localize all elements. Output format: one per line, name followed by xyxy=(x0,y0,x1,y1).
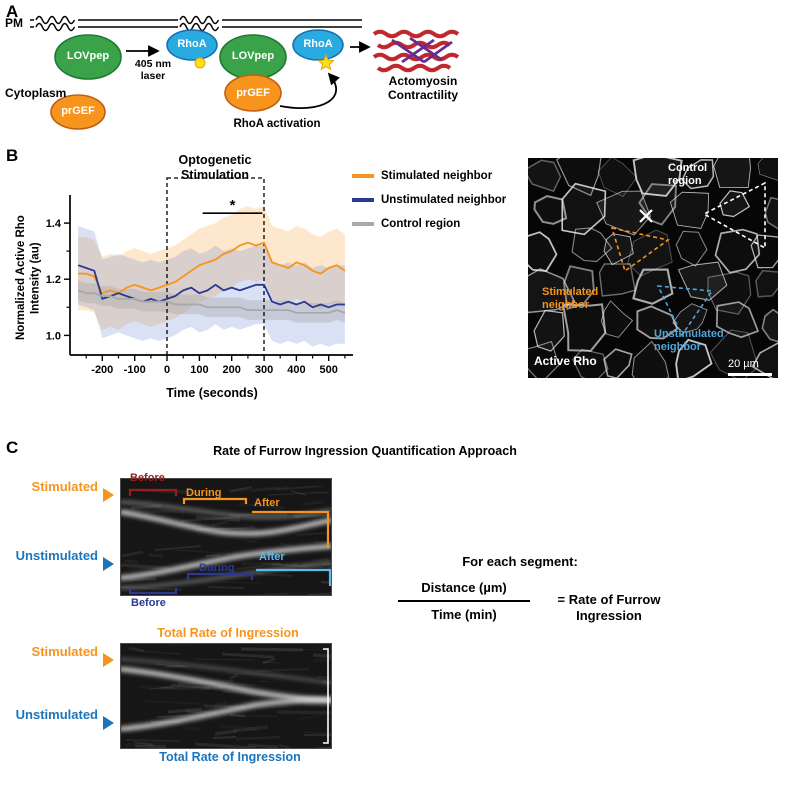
legend-item-stimulated: Stimulated neighbor xyxy=(352,164,506,188)
rho-intensity-chart: * -200 -100 0 100 200 300 400 500 1.0 1.2 1.4 xyxy=(46,177,353,376)
svg-text:-100: -100 xyxy=(124,364,146,376)
cytoplasm-label: Cytoplasm xyxy=(5,86,67,100)
stimulated-arrow-icon xyxy=(103,488,114,502)
stimulated-arrow-icon xyxy=(103,653,114,667)
active-star-icon xyxy=(317,53,335,71)
unstimulated-row-label: Unstimulated xyxy=(15,548,98,563)
after-top-label: After xyxy=(254,497,280,509)
lovpep-label: LOVpep xyxy=(66,50,110,62)
formula-result: = Rate of Furrow Ingression xyxy=(557,592,661,624)
actomyosin-icon xyxy=(372,29,460,73)
rhoa-ellipse xyxy=(292,29,344,61)
legend-swatch-unstimulated xyxy=(352,198,374,202)
svg-text:1.0: 1.0 xyxy=(46,330,61,342)
rhoa-ellipse xyxy=(166,29,218,61)
micrograph-control-region-label: Control region xyxy=(668,162,708,187)
panel-b-label: B xyxy=(6,146,19,165)
svg-text:100: 100 xyxy=(190,364,208,376)
formula-denominator: Time (min) xyxy=(431,607,497,622)
prgef-ellipse xyxy=(224,74,282,112)
svg-text:-200: -200 xyxy=(91,364,113,376)
during-top-label: During xyxy=(186,487,222,499)
total-rate-top-label: Total Rate of Ingression xyxy=(157,626,299,640)
active-rho-micrograph xyxy=(528,158,778,378)
micrograph-stimulated-label: Stimulated neighbor xyxy=(542,286,599,311)
legend-swatch-control xyxy=(352,222,374,226)
micrograph-unstimulated-label: Unstimulated neighbor xyxy=(654,328,724,353)
legend-item-control: Control region xyxy=(352,212,506,236)
y-axis-label: Normalized Active Rho Intensity (au) xyxy=(15,215,42,341)
svg-text:500: 500 xyxy=(320,364,338,376)
before-top-label: Before xyxy=(130,472,165,484)
lovpep-label: LOVpep xyxy=(231,50,275,62)
pm-label: PM xyxy=(5,16,23,30)
micrograph-caption: Active Rho xyxy=(534,354,597,368)
scale-bar-label: 20 µm xyxy=(728,358,759,370)
formula-numerator: Distance (µm) xyxy=(398,580,530,602)
total-rate-bottom-label: Total Rate of Ingression xyxy=(159,750,301,764)
activation-curved-arrow-icon xyxy=(279,72,340,109)
svg-text:0: 0 xyxy=(164,364,170,376)
scale-bar xyxy=(728,373,772,376)
svg-text:1.2: 1.2 xyxy=(46,274,61,286)
svg-text:200: 200 xyxy=(223,364,241,376)
unstimulated-arrow-icon xyxy=(103,716,114,730)
panel-a-label: A xyxy=(6,2,19,21)
laser-label: 405 nm laser xyxy=(134,58,172,82)
stimulated-row-label: Stimulated xyxy=(31,479,98,494)
formula-header: For each segment: xyxy=(462,554,578,569)
svg-text:1.4: 1.4 xyxy=(46,218,62,230)
prgef-ellipse xyxy=(50,94,106,130)
membrane-squiggle-icon xyxy=(35,15,76,25)
unstimulated-row-label: Unstimulated xyxy=(15,707,98,722)
formula-fraction: Distance (µm) Time (min) xyxy=(398,580,530,622)
membrane-squiggle-icon xyxy=(179,22,220,32)
panel-a-diagram xyxy=(30,11,460,130)
rhoa-activation-label: RhoA activation xyxy=(233,118,321,130)
legend-label: Unstimulated neighbor xyxy=(381,194,507,206)
prgef-label: prGEF xyxy=(236,87,270,99)
x-axis-label: Time (seconds) xyxy=(166,386,258,400)
inactive-dot-icon xyxy=(194,57,206,69)
prgef-label: prGEF xyxy=(61,105,95,117)
panel-c-label: C xyxy=(6,438,19,457)
kymograph-segments xyxy=(120,478,332,596)
panel-c-title: Rate of Furrow Ingression Quantification… xyxy=(213,444,517,458)
svg-text:400: 400 xyxy=(287,364,305,376)
before-bottom-label: Before xyxy=(131,597,166,609)
rhoa-label: RhoA xyxy=(303,38,333,50)
svg-text:*: * xyxy=(230,197,236,214)
unstimulated-arrow-icon xyxy=(103,557,114,571)
legend-item-unstimulated: Unstimulated neighbor xyxy=(352,188,506,212)
membrane-squiggle-icon xyxy=(35,22,76,32)
legend-label: Stimulated neighbor xyxy=(381,170,493,182)
svg-text:300: 300 xyxy=(255,364,273,376)
after-bottom-label: After xyxy=(259,551,285,563)
rhoa-label: RhoA xyxy=(177,38,207,50)
legend-label: Control region xyxy=(381,218,461,230)
stimulated-row-label: Stimulated xyxy=(31,644,98,659)
membrane-squiggle-icon xyxy=(179,15,220,25)
lovpep-ellipse xyxy=(54,34,122,80)
actomyosin-label: Actomyosin Contractility xyxy=(387,74,458,102)
kymograph-total xyxy=(120,643,332,749)
during-bottom-label: During xyxy=(199,562,235,574)
chart-legend: Stimulated neighbor Unstimulated neighbo… xyxy=(352,164,506,236)
legend-swatch-stimulated xyxy=(352,174,374,178)
